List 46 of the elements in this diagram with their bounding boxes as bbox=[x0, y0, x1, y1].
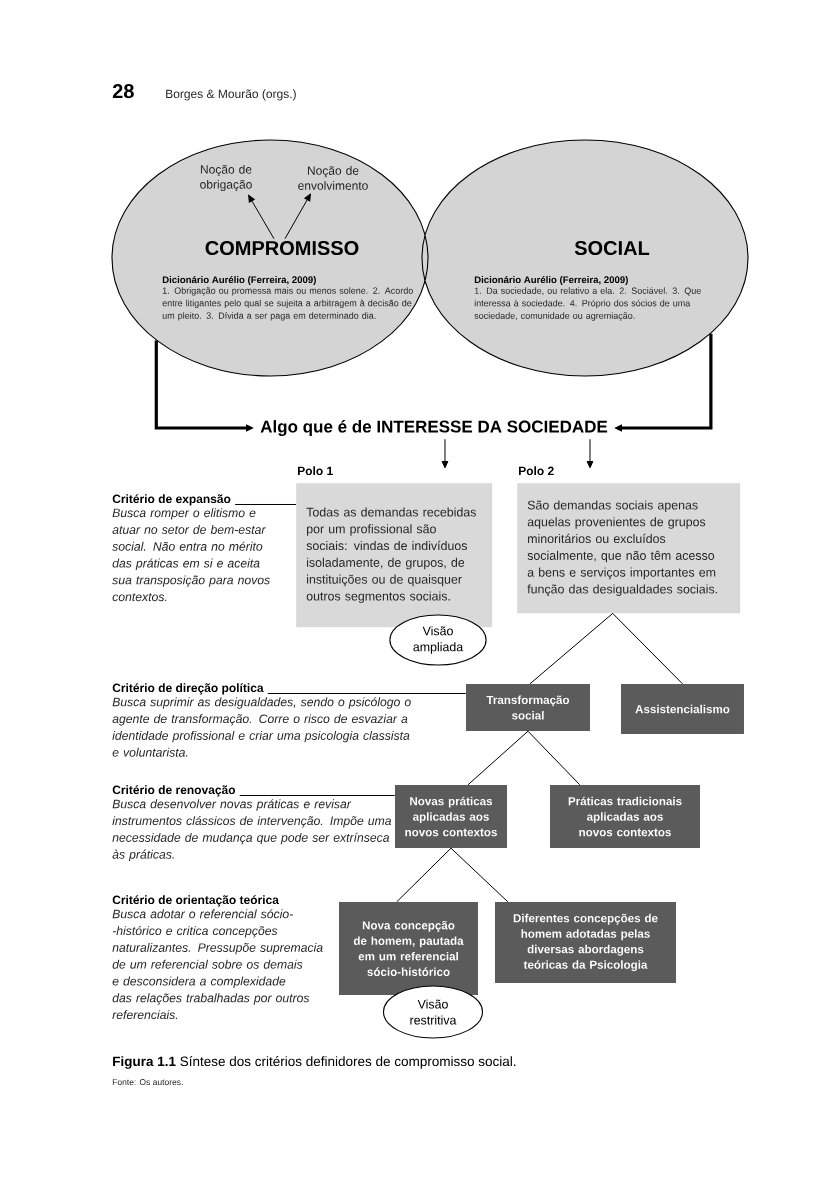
figure-caption: Figura 1.1 Síntese dos critérios definidores de compromisso social. bbox=[113, 1056, 516, 1069]
connector-line bbox=[396, 847, 452, 903]
pole-heading: Polo 1 bbox=[298, 466, 333, 476]
source-heading: Dicionário Aurélio (Ferreira, 2009) bbox=[474, 275, 628, 285]
circle-title: COMPROMISSO bbox=[205, 240, 359, 256]
leader-line bbox=[234, 504, 297, 505]
source-heading: Dicionário Aurélio (Ferreira, 2009) bbox=[162, 275, 316, 285]
criterion-heading: Critério de renovação bbox=[112, 785, 236, 797]
arrow bbox=[248, 194, 275, 240]
criterion-heading: Critério de orientação teórica bbox=[112, 895, 279, 907]
circle-title: SOCIAL bbox=[574, 240, 650, 256]
text-box: São demandas sociais apenas aquelas provenientes de grupos minoritários ou excluídos socialmente, que não têm acesso a bens e serviços importantes em função das desigualdades sociais. bbox=[517, 483, 741, 614]
connector-line bbox=[450, 847, 509, 903]
leader-line bbox=[267, 693, 467, 694]
concept-box: Diferentes concepções de homem adotadas pelas diversas abordagens teóricas da Psicologia bbox=[495, 902, 676, 983]
running-header: Borges & Mourão (orgs.) bbox=[166, 89, 296, 101]
connector-line bbox=[612, 612, 683, 685]
note-text: Noção de obrigação bbox=[200, 164, 252, 192]
connector-line bbox=[529, 612, 614, 685]
concept-box: Novas práticas aplicadas aos novos contextos bbox=[395, 785, 507, 848]
concept-box: Assistencialismo bbox=[621, 684, 744, 734]
criterion-text: Busca adotar o referencial sócio- -histórico e critica concepções naturalizantes. Pressupõe supremacia de um referencial sobre os demais e desconsidera a complexidade das relações trabalhadas por outros referenciais. bbox=[112, 909, 323, 1020]
pole-heading: Polo 2 bbox=[519, 466, 554, 476]
concept-box: Nova concepção de homem, pautada em um referencial sócio-histórico bbox=[339, 902, 478, 995]
concept-box: Práticas tradicionais aplicadas aos novos contextos bbox=[550, 785, 700, 848]
note-text: Noção de envolvimento bbox=[298, 166, 368, 190]
arrow bbox=[441, 438, 449, 469]
criterion-text: Busca suprimir as desigualdades, sendo o psicólogo o agente de transformação. Corre o risco de esvaziar a identidade profissional e criar uma psicologia classista e voluntarista. bbox=[112, 697, 411, 757]
criterion-heading: Critério de expansão bbox=[112, 494, 231, 506]
criterion-text: Busca romper o elitismo e atuar no setor de bem-estar social. Não entra no mérito das práticas em si e aceita sua transposição para novos contextos. bbox=[112, 508, 270, 602]
oval-note: Visão ampliada bbox=[389, 614, 487, 666]
venn-ellipse bbox=[421, 139, 749, 377]
leader-line bbox=[239, 795, 396, 796]
oval-note: Visão restritiva bbox=[382, 985, 484, 1039]
arrow bbox=[284, 193, 311, 240]
definition-text: 1. Obrigação ou promessa mais ou menos solene. 2. Acordo entre litigantes pelo qual se sujeita a arbitragem à decisão de um pleito. 3. Dívida a ser paga em determinado dia. bbox=[162, 287, 413, 321]
concept-box: Transformação social bbox=[466, 684, 590, 731]
connector-line bbox=[527, 730, 581, 786]
criterion-heading: Critério de direção política bbox=[112, 683, 264, 695]
conclusion-text: Algo que é de INTERESSE DA SOCIEDADE bbox=[260, 419, 608, 437]
page-number: 28 bbox=[112, 84, 134, 99]
arrow bbox=[586, 438, 594, 469]
criterion-text: Busca desenvolver novas práticas e revisar instrumentos clássicos de intervenção. Impõe uma necessidade de mudança que pode ser extrínseca às práticas. bbox=[112, 799, 392, 862]
definition-text: 1. Da sociedade, ou relativo a ela. 2. Sociável. 3. Que interessa à sociedade. 4. Próprio dos sócios de uma sociedade, comunidade ou agremiação. bbox=[474, 287, 701, 321]
source-note: Fonte: Os autores. bbox=[112, 1079, 183, 1086]
connector-line bbox=[467, 730, 529, 786]
